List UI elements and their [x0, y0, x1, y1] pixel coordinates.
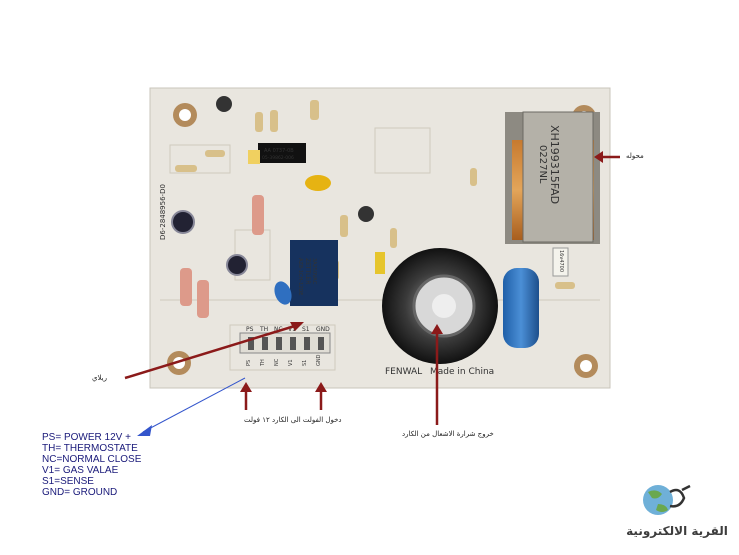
spark-out-callout-label: خروج شرارة الاشعال من الكارد — [402, 430, 494, 438]
header-pin-label-lower: NC — [274, 358, 280, 366]
chip-text: AA 0737-0B — [264, 148, 294, 154]
relay-component: ZETTLER AZ8-1CH-12DE 3A250VAC — [290, 240, 338, 306]
globe-logo-icon — [643, 484, 691, 515]
large-blue-capacitor — [503, 268, 539, 348]
relay-brand-text: ZETTLER — [304, 258, 311, 284]
header-connector — [239, 332, 331, 354]
header-pin-label-lower: PS — [246, 360, 252, 366]
legend-line: NC=NORMAL CLOSE — [42, 454, 142, 465]
legend-line: GND= GROUND — [42, 487, 118, 498]
input-12v-callout-label: دخول الفولت الى الكارد ١٢ فولت — [244, 416, 342, 424]
cap-label: 16v4700 — [558, 250, 564, 272]
chip-text-2: 05-39862-006 — [262, 155, 294, 161]
blue-disc-cap — [274, 281, 292, 305]
header-pin-label-lower: GND — [316, 354, 322, 366]
header-pin-label-lower: S1 — [302, 360, 308, 366]
small-caps — [171, 96, 374, 276]
callout-arrows — [124, 151, 620, 425]
header-pin-label: V1 — [288, 326, 296, 333]
transformer-callout-label: محوله — [626, 152, 644, 160]
maker-text: FENWAL — [385, 367, 422, 377]
header-pin-label: NC — [274, 326, 283, 333]
header-pin-label: PS — [246, 326, 254, 333]
silk-left-text: D6-2848956-D0 — [159, 184, 167, 240]
relay-rating-text: 3A250VAC — [311, 258, 317, 285]
transformer-text-2: 0227NL — [537, 145, 548, 184]
site-logo: القرية الالكترونية — [618, 482, 736, 542]
legend-line: PS= POWER 12V + — [42, 432, 131, 443]
spark-coil — [382, 248, 498, 364]
transformer-text: XH199315FAD — [548, 125, 561, 204]
header-pin-label-lower: V1 — [288, 359, 294, 366]
relay-callout-label: ريلاي — [92, 374, 107, 382]
legend-line: TH= THERMOSTATE — [42, 443, 138, 454]
header-pin-label: GND — [316, 326, 330, 333]
blue-arrowhead — [137, 425, 152, 436]
legend-line: S1=SENSE — [42, 476, 94, 487]
header-pin-label: S1 — [302, 326, 310, 333]
legend-line: V1= GAS VALAE — [42, 465, 119, 476]
logo-text: القرية الالكترونية — [626, 524, 728, 538]
transformer: XH199315FAD 0227NL — [505, 111, 600, 244]
made-in-text: Made in China — [430, 367, 494, 377]
header-pin-label: TH — [259, 326, 268, 333]
relay-model-text: AZ8-1CH-12DE — [297, 258, 303, 295]
ic-chip — [258, 143, 306, 163]
header-pin-label-lower: TH — [260, 359, 266, 367]
blue-pointer-line — [142, 377, 246, 433]
